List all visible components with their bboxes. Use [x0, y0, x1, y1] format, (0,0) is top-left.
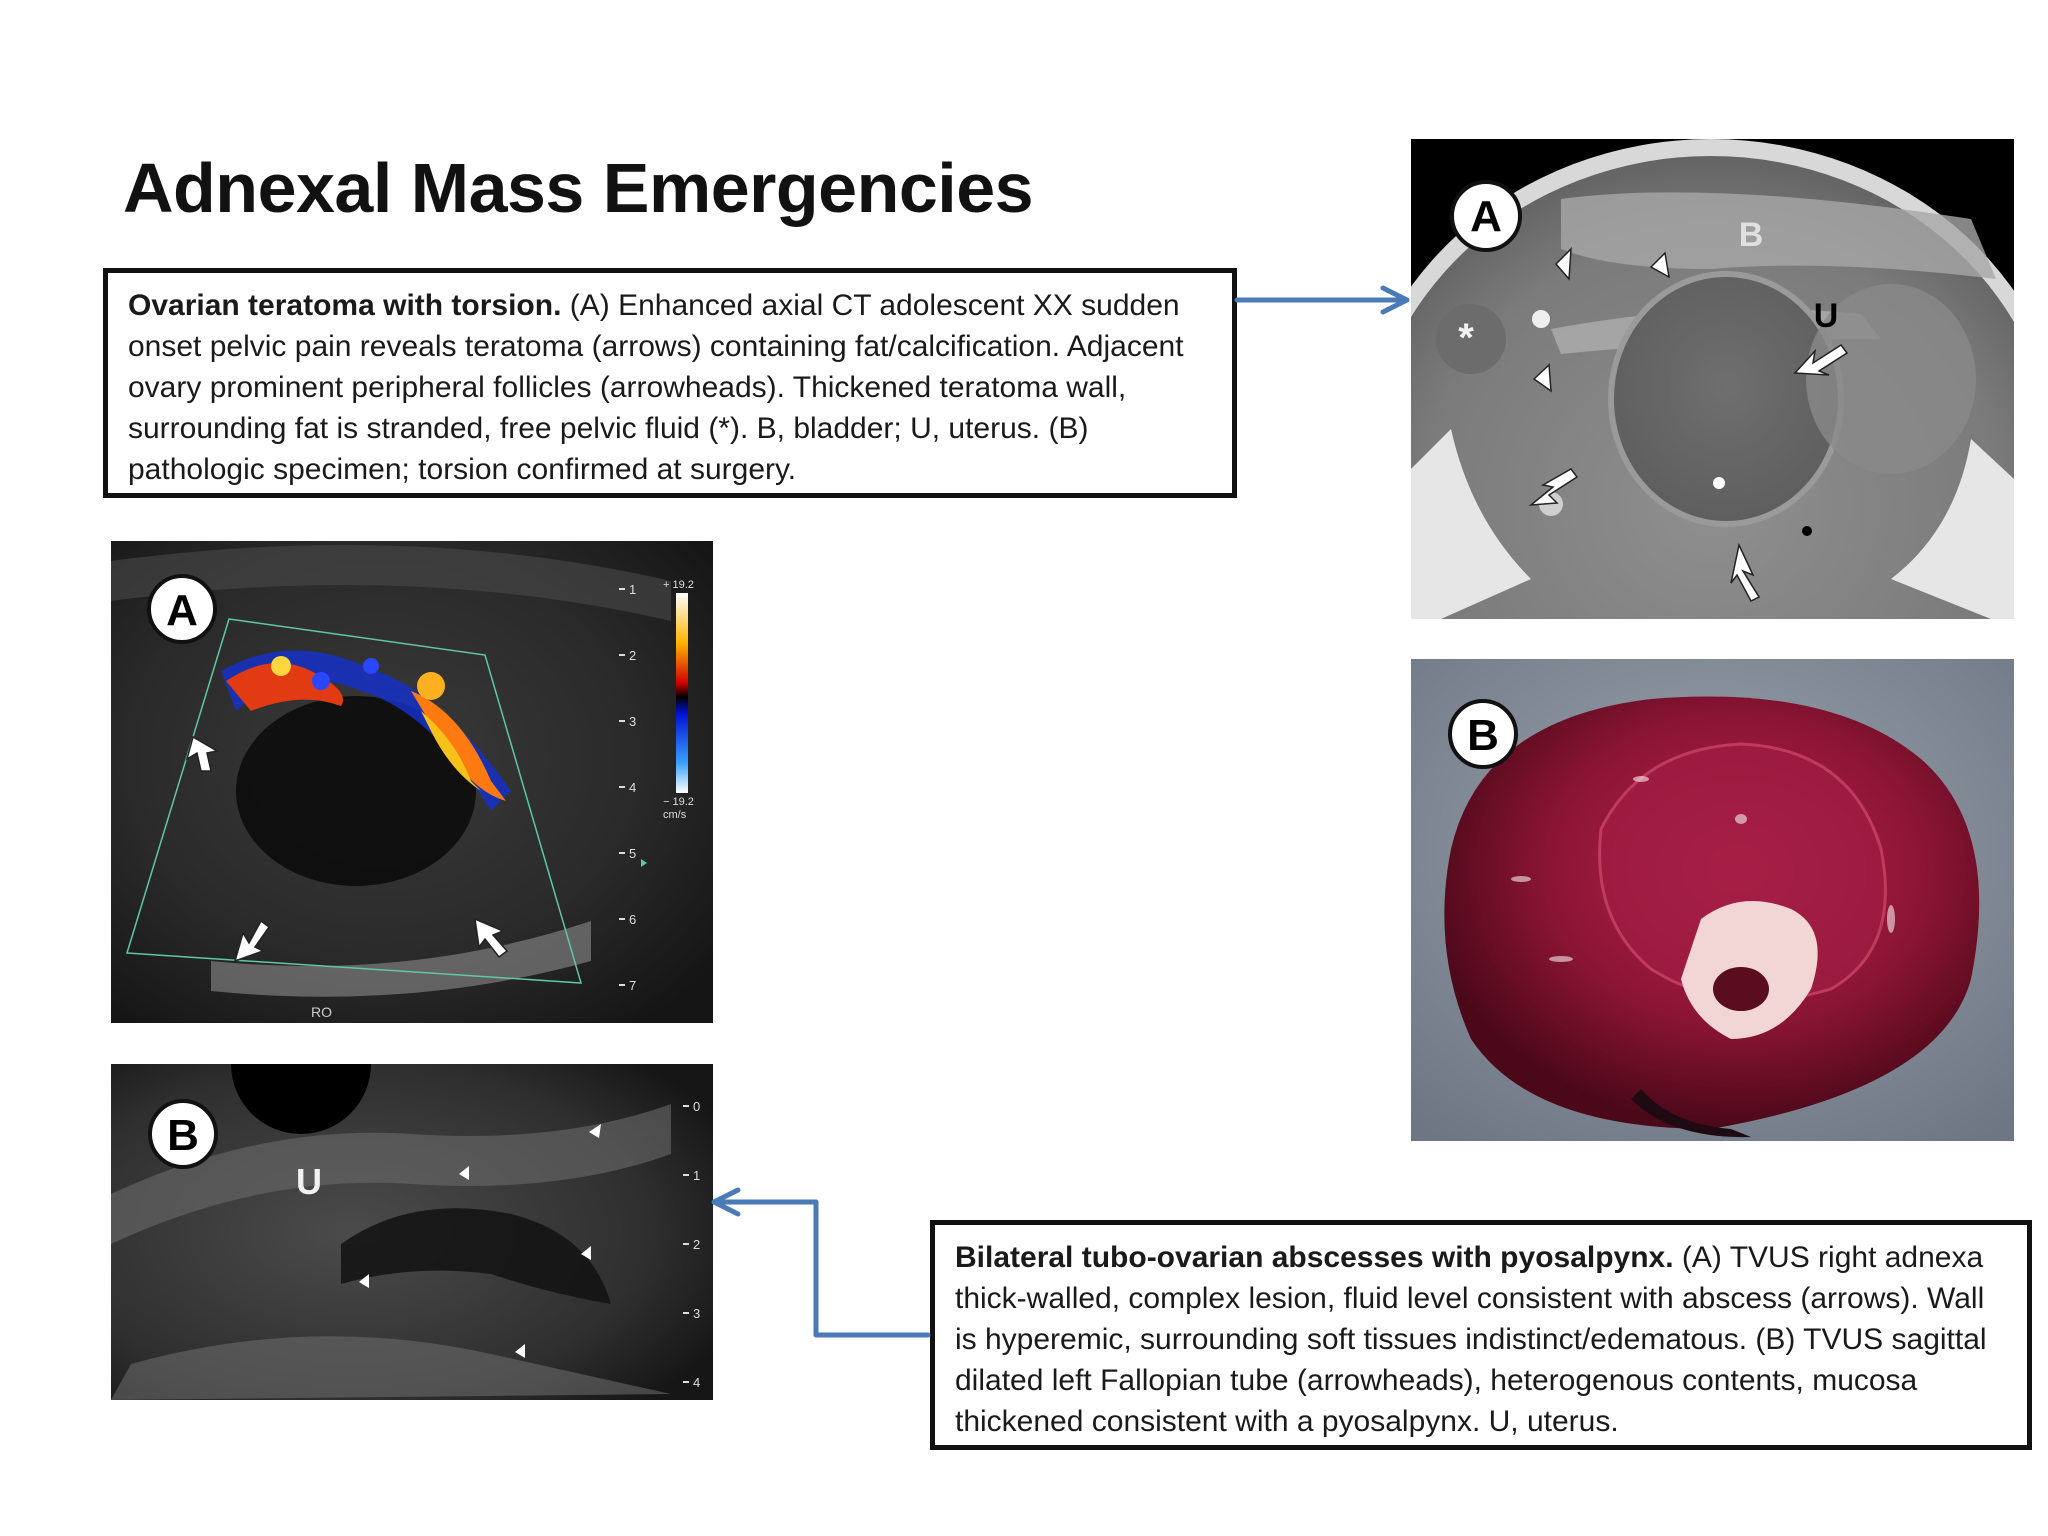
scale-bottom-label: − 19.2: [663, 796, 694, 808]
depth-tick-label: 2: [693, 1237, 700, 1252]
teratoma-caption-heading: Ovarian teratoma with torsion.: [128, 289, 562, 322]
doppler-ultrasound-graphic: + 19.2 − 19.2 cm/s 1 2 3 4 5 6 7 RO A: [111, 541, 713, 1023]
scale-unit-label: cm/s: [663, 809, 687, 821]
depth-tick-label: 1: [693, 1168, 700, 1183]
specimen-graphic: B: [1411, 659, 2014, 1141]
us-a-panel-label: A: [166, 586, 198, 635]
depth-tick-label: 3: [629, 714, 636, 729]
ct-arrowheads: [1532, 247, 1670, 393]
slide-title: Adnexal Mass Emergencies: [123, 149, 1034, 227]
ct-panel-label: A: [1470, 192, 1502, 241]
sagittal-ultrasound-graphic: 0 1 2 3 4 B U: [111, 1064, 713, 1400]
teratoma-connector-arrowhead: [1380, 285, 1410, 315]
depth-tick-label: 4: [629, 780, 636, 795]
ct-scan-graphic: A B U *: [1411, 139, 2014, 619]
teratoma-caption-box: Ovarian teratoma with torsion. (A) Enhan…: [103, 268, 1237, 498]
tvus-sagittal-image: 0 1 2 3 4 B U: [111, 1064, 713, 1400]
depth-tick-label: 2: [629, 648, 636, 663]
specimen-panel-label: B: [1467, 711, 1499, 760]
us-a-arrows: [185, 735, 509, 963]
depth-tick-label: 6: [629, 912, 636, 927]
pathologic-specimen-image: B: [1411, 659, 2014, 1141]
abscess-connector-line: [713, 1199, 931, 1338]
us-b-depth-scale: 0 1 2 3 4: [683, 1099, 700, 1390]
us-b-panel-label: B: [167, 1111, 199, 1160]
us-b-uterus-label: U: [296, 1161, 322, 1202]
us-a-depth-scale: 1 2 3 4 5 6 7: [619, 582, 636, 993]
ct-arrows: [1528, 343, 1849, 602]
depth-tick-label: 7: [629, 978, 636, 993]
depth-tick-label: 1: [629, 582, 636, 597]
velocity-color-bar: [676, 593, 688, 793]
scale-top-label: + 19.2: [663, 579, 694, 591]
orientation-label: RO: [311, 1004, 332, 1020]
ct-axial-image: A B U *: [1411, 139, 2014, 619]
abscess-connector-arrowhead: [711, 1187, 741, 1217]
abscess-caption-box: Bilateral tubo-ovarian abscesses with py…: [930, 1220, 2032, 1450]
ct-uterus-label: U: [1814, 297, 1839, 335]
tvus-doppler-image: + 19.2 − 19.2 cm/s 1 2 3 4 5 6 7 RO A: [111, 541, 713, 1023]
depth-tick-label: 4: [693, 1375, 700, 1390]
doppler-flow-signal: [226, 656, 506, 801]
abscess-caption-heading: Bilateral tubo-ovarian abscesses with py…: [955, 1241, 1674, 1274]
depth-tick-label: 0: [693, 1099, 700, 1114]
teratoma-caption-body: (A) Enhanced axial CT adolescent XX sudd…: [128, 289, 1184, 486]
depth-tick-label: 5: [629, 846, 636, 861]
us-b-arrowheads: [359, 1124, 601, 1358]
ct-bladder-label: B: [1739, 216, 1764, 254]
ct-fluid-label: *: [1458, 316, 1474, 360]
depth-tick-label: 3: [693, 1306, 700, 1321]
abscess-caption-body: (A) TVUS right adnexa thick-walled, comp…: [955, 1241, 1987, 1438]
